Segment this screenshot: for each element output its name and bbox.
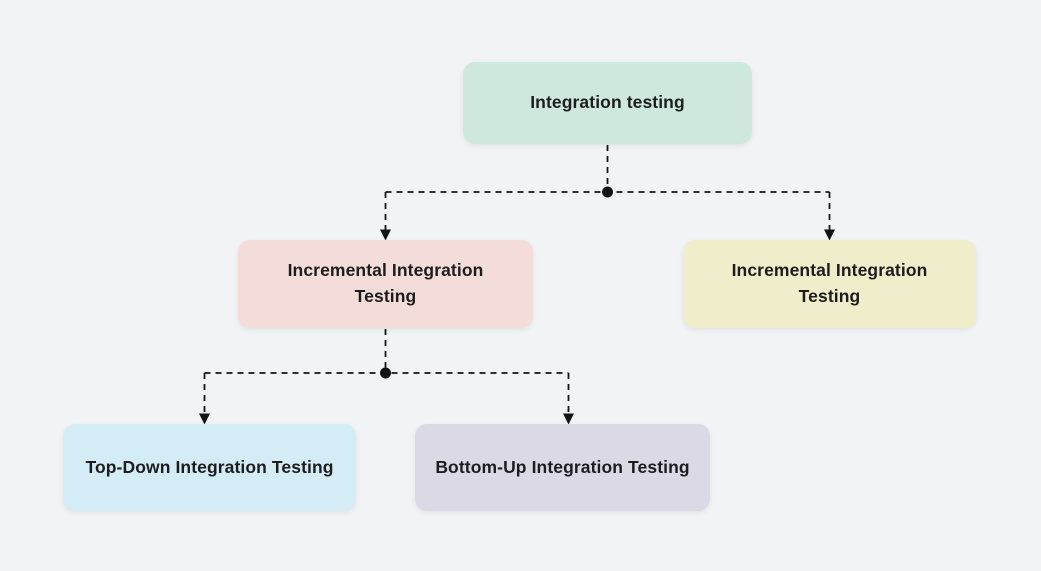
arrowhead-top-down-icon bbox=[199, 413, 210, 425]
node-integration-testing: Integration testing bbox=[463, 62, 752, 144]
arrowhead-incremental-right-icon bbox=[824, 229, 835, 241]
arrowhead-bottom-up-icon bbox=[563, 413, 574, 425]
junction-dot-bottom bbox=[380, 367, 391, 379]
node-top-down-integration-testing: Top-Down Integration Testing bbox=[63, 424, 356, 511]
node-bottom-up-integration-testing: Bottom-Up Integration Testing bbox=[415, 424, 710, 511]
node-incremental-integration-testing-left: Incremental Integration Testing bbox=[238, 240, 533, 328]
node-incremental-integration-testing-right: Incremental Integration Testing bbox=[683, 240, 976, 328]
junction-dot-top bbox=[602, 186, 613, 198]
arrowhead-incremental-left-icon bbox=[380, 229, 391, 241]
